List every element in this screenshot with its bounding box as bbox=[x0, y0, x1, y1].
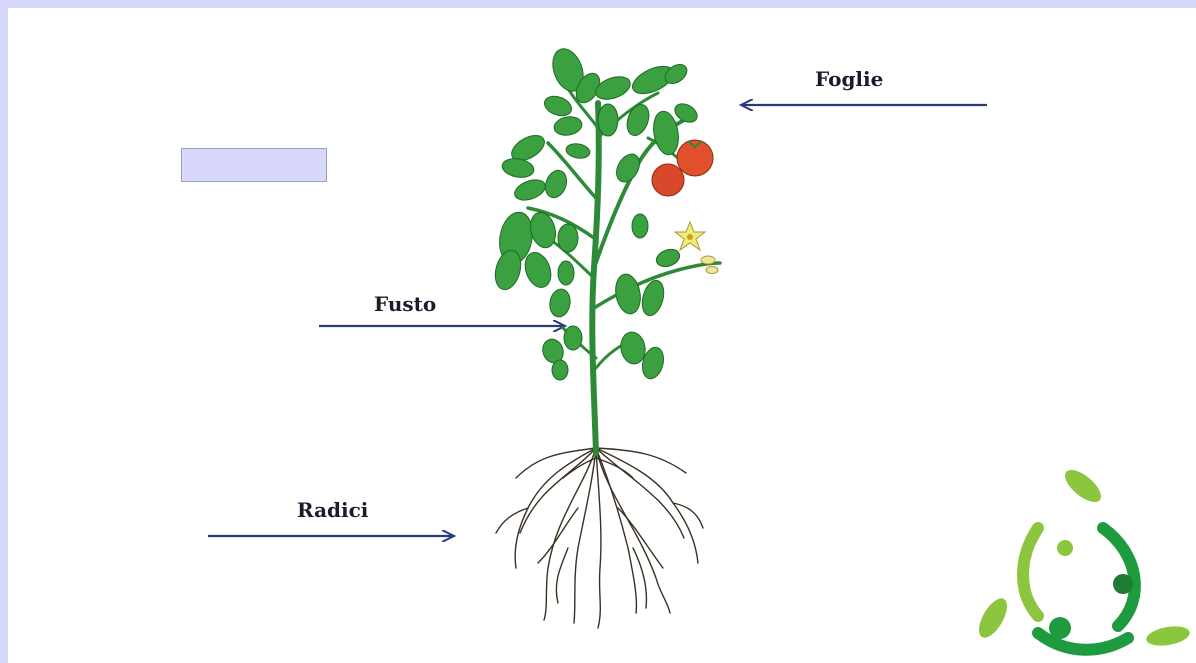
plant-diagram-svg bbox=[8, 8, 1196, 663]
diagram-canvas: Foglie Fusto Radici bbox=[8, 8, 1196, 663]
plant-roots bbox=[496, 448, 703, 628]
logo-circle-icon bbox=[973, 464, 1191, 650]
plant-stem bbox=[528, 78, 720, 453]
